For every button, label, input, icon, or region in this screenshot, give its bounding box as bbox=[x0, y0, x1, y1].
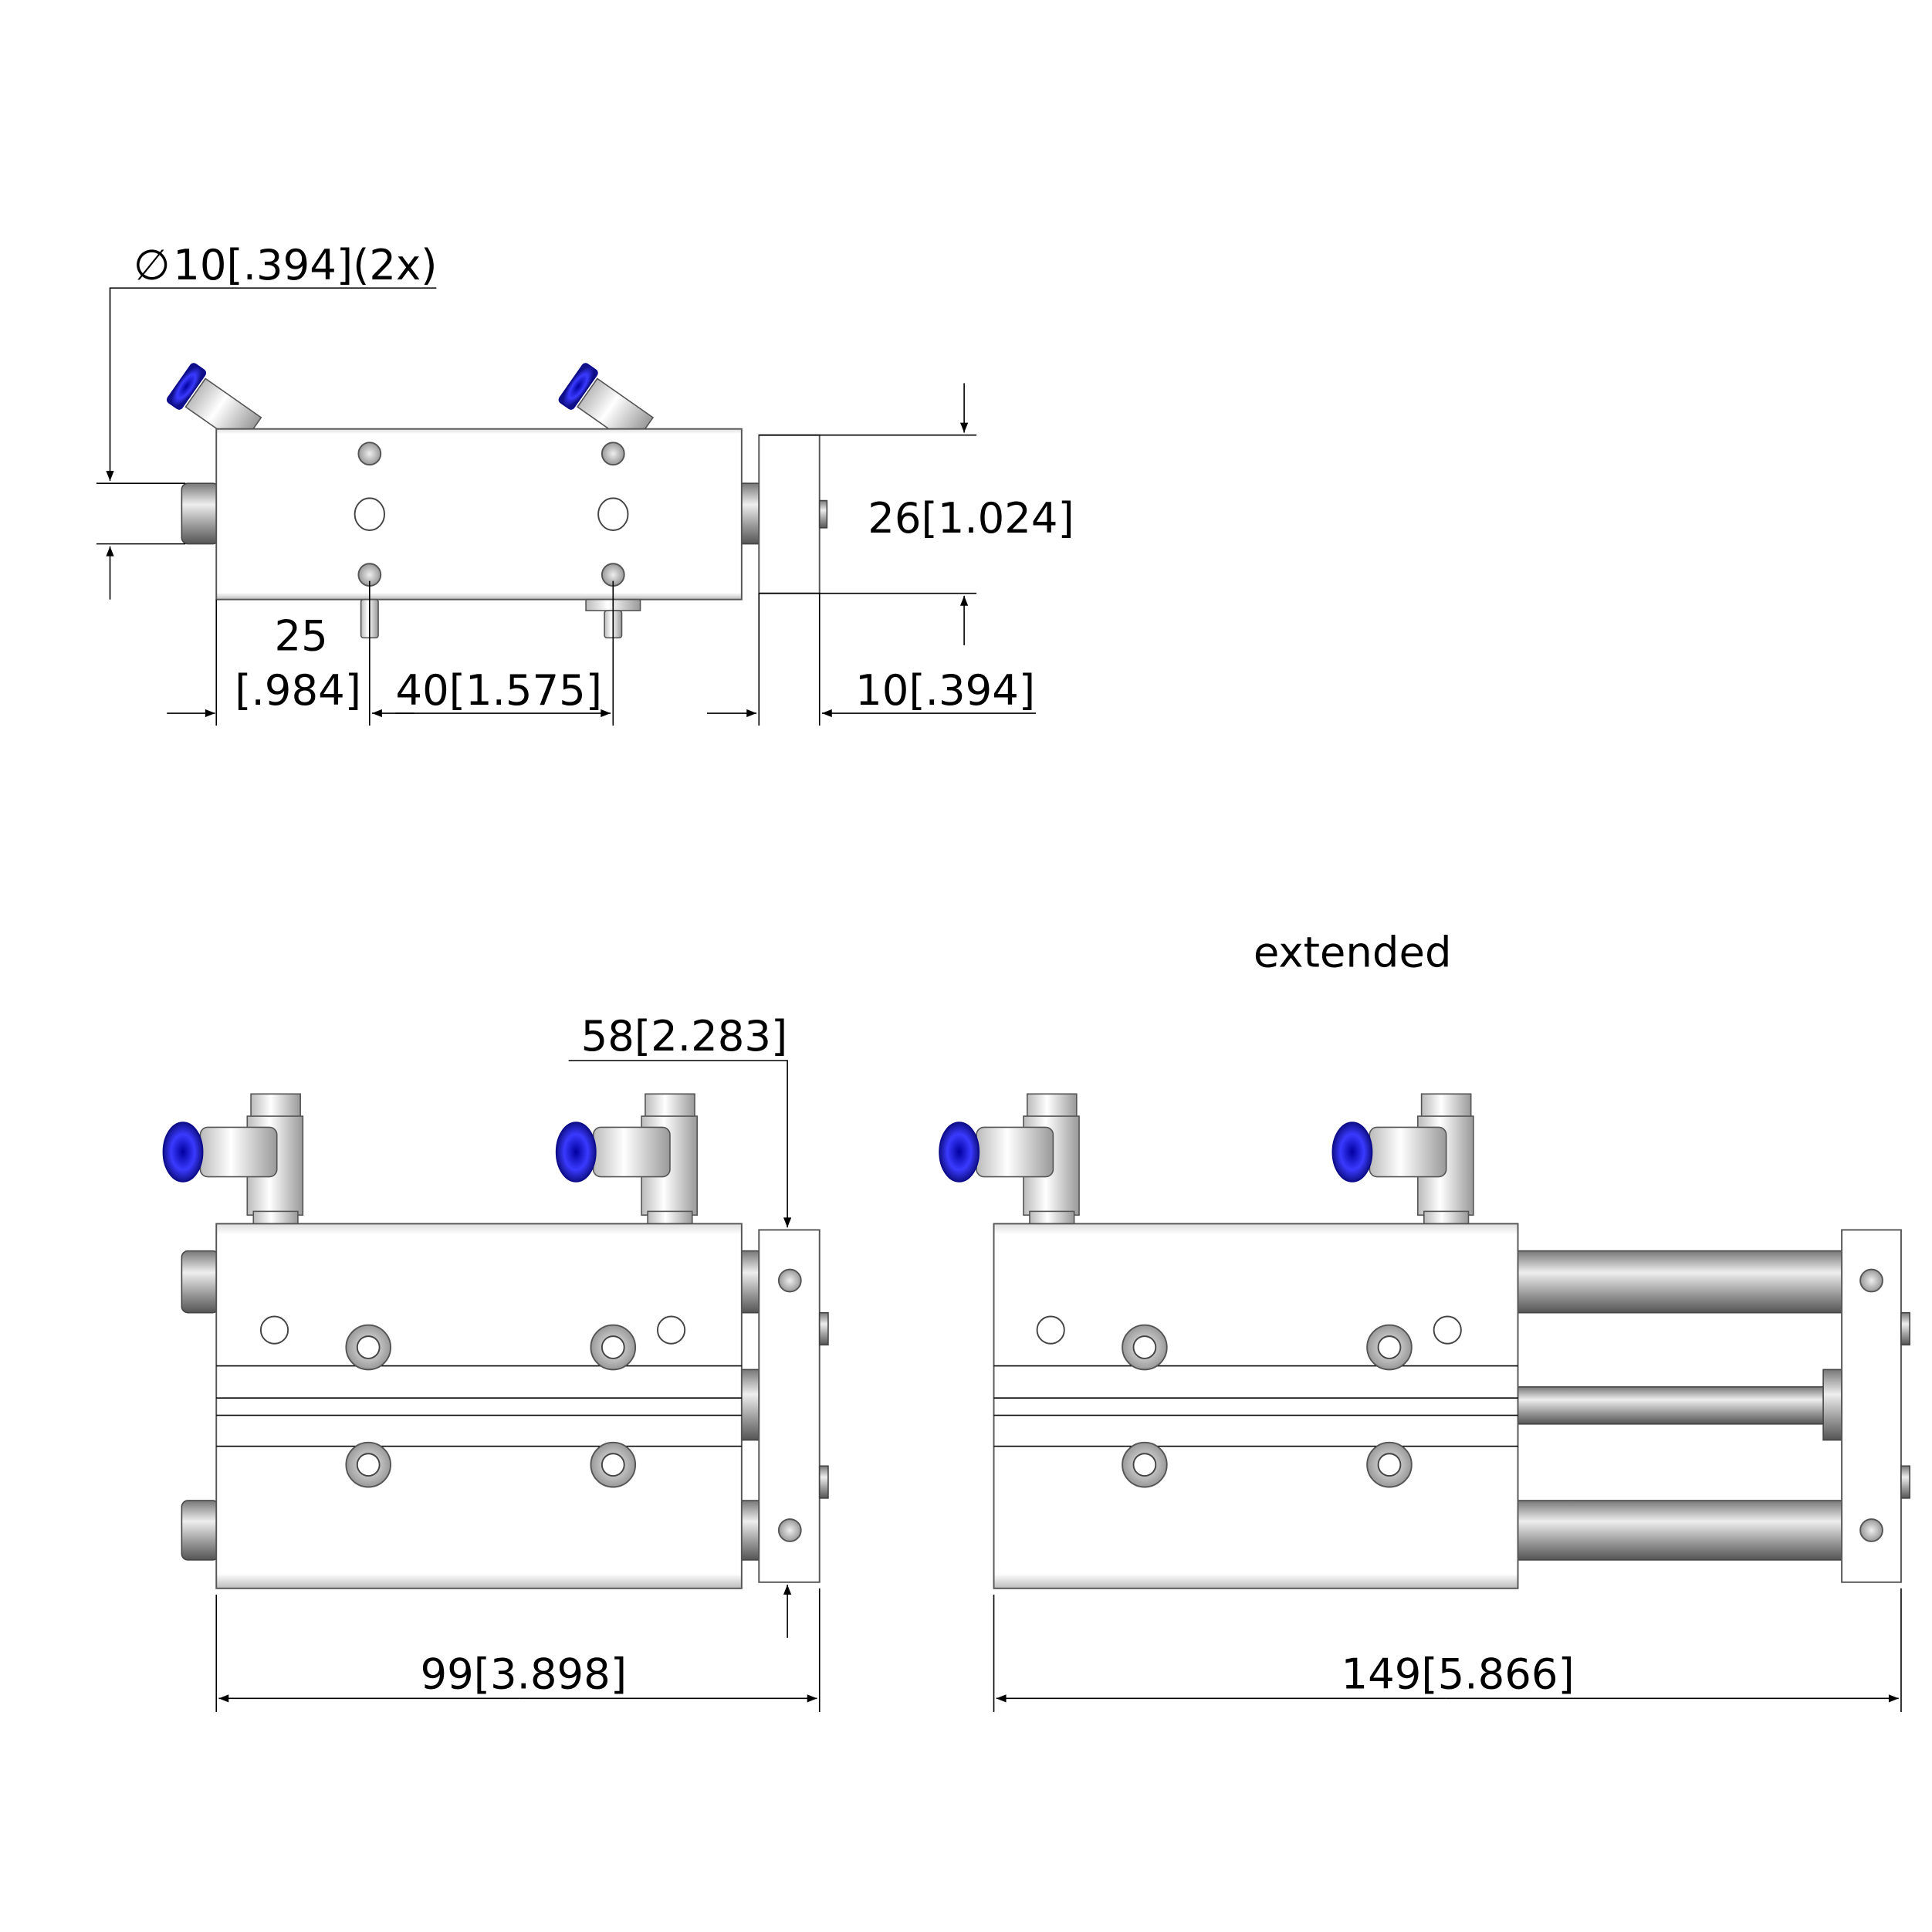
dim-port-offset-mm: 25 bbox=[275, 611, 328, 660]
torx-screw bbox=[1122, 1441, 1168, 1488]
rod-end bbox=[739, 1500, 760, 1561]
screw-hole bbox=[357, 442, 382, 466]
rod-end bbox=[181, 1500, 220, 1561]
piston-rod bbox=[1516, 1386, 1827, 1425]
top-view: ∅ 10[.394](2x) 26[1.024] 25 [.984] 40[1.… bbox=[96, 240, 1074, 726]
cylinder-body bbox=[993, 1223, 1519, 1589]
dim-plate-thickness: 10[.394] bbox=[855, 665, 1035, 715]
torx-screw bbox=[345, 1441, 392, 1488]
dim-port-diameter: 10[.394](2x) bbox=[173, 240, 437, 289]
mount-hole bbox=[259, 1315, 289, 1345]
guide-rod bbox=[1516, 1250, 1844, 1314]
plate-stub bbox=[1900, 1311, 1910, 1346]
front-view-extended: extended 149[5.866] bbox=[939, 927, 1910, 1712]
rod-end bbox=[181, 1250, 220, 1314]
plate-hole bbox=[777, 1268, 802, 1293]
plate-stub bbox=[1900, 1465, 1910, 1499]
dim-plate-offset: 58[2.283] bbox=[581, 1011, 788, 1061]
extended-label: extended bbox=[1254, 927, 1452, 976]
elbow-fitting-right bbox=[555, 1093, 698, 1225]
torx-screw bbox=[1122, 1324, 1168, 1371]
nut bbox=[1822, 1369, 1842, 1441]
torx-screw bbox=[590, 1441, 637, 1488]
front-view-retracted: 58[2.283] 99[3.898] bbox=[162, 1011, 829, 1712]
nut bbox=[739, 1369, 760, 1441]
plate-stub bbox=[818, 1311, 829, 1346]
diameter-symbol: ∅ bbox=[134, 240, 170, 289]
mount-hole bbox=[656, 1315, 686, 1345]
plate-hole bbox=[777, 1518, 802, 1542]
plate-hole bbox=[1859, 1268, 1883, 1293]
plate-stub bbox=[818, 1465, 829, 1499]
dim-height: 26[1.024] bbox=[868, 493, 1074, 543]
cylinder-body bbox=[215, 428, 743, 601]
torx-screw bbox=[345, 1324, 392, 1371]
cylinder-body bbox=[215, 1223, 743, 1589]
torx-screw bbox=[1366, 1324, 1413, 1371]
mount-hole bbox=[1433, 1315, 1462, 1345]
dim-port-spacing: 40[1.575] bbox=[395, 665, 602, 715]
rod-end-right bbox=[739, 482, 760, 545]
mount-hole bbox=[1036, 1315, 1065, 1345]
plate-hole bbox=[1859, 1518, 1883, 1542]
port-hole bbox=[354, 497, 385, 531]
torx-screw bbox=[1366, 1441, 1413, 1488]
torx-screw bbox=[590, 1324, 637, 1371]
elbow-fitting-left bbox=[939, 1093, 1080, 1225]
dim-length-retracted: 99[3.898] bbox=[420, 1649, 627, 1699]
elbow-fitting-left bbox=[162, 1093, 304, 1225]
end-plate bbox=[758, 434, 821, 594]
elbow-fitting-right bbox=[1331, 1093, 1474, 1225]
screw-hole bbox=[601, 442, 625, 466]
rod-end-left bbox=[181, 482, 220, 545]
rod-end bbox=[739, 1250, 760, 1314]
guide-rod bbox=[1516, 1500, 1844, 1561]
dim-length-extended: 149[5.866] bbox=[1342, 1649, 1575, 1699]
plate-stub bbox=[818, 499, 828, 529]
dim-port-offset-in: [.984] bbox=[235, 665, 361, 715]
port-hole bbox=[597, 497, 629, 531]
